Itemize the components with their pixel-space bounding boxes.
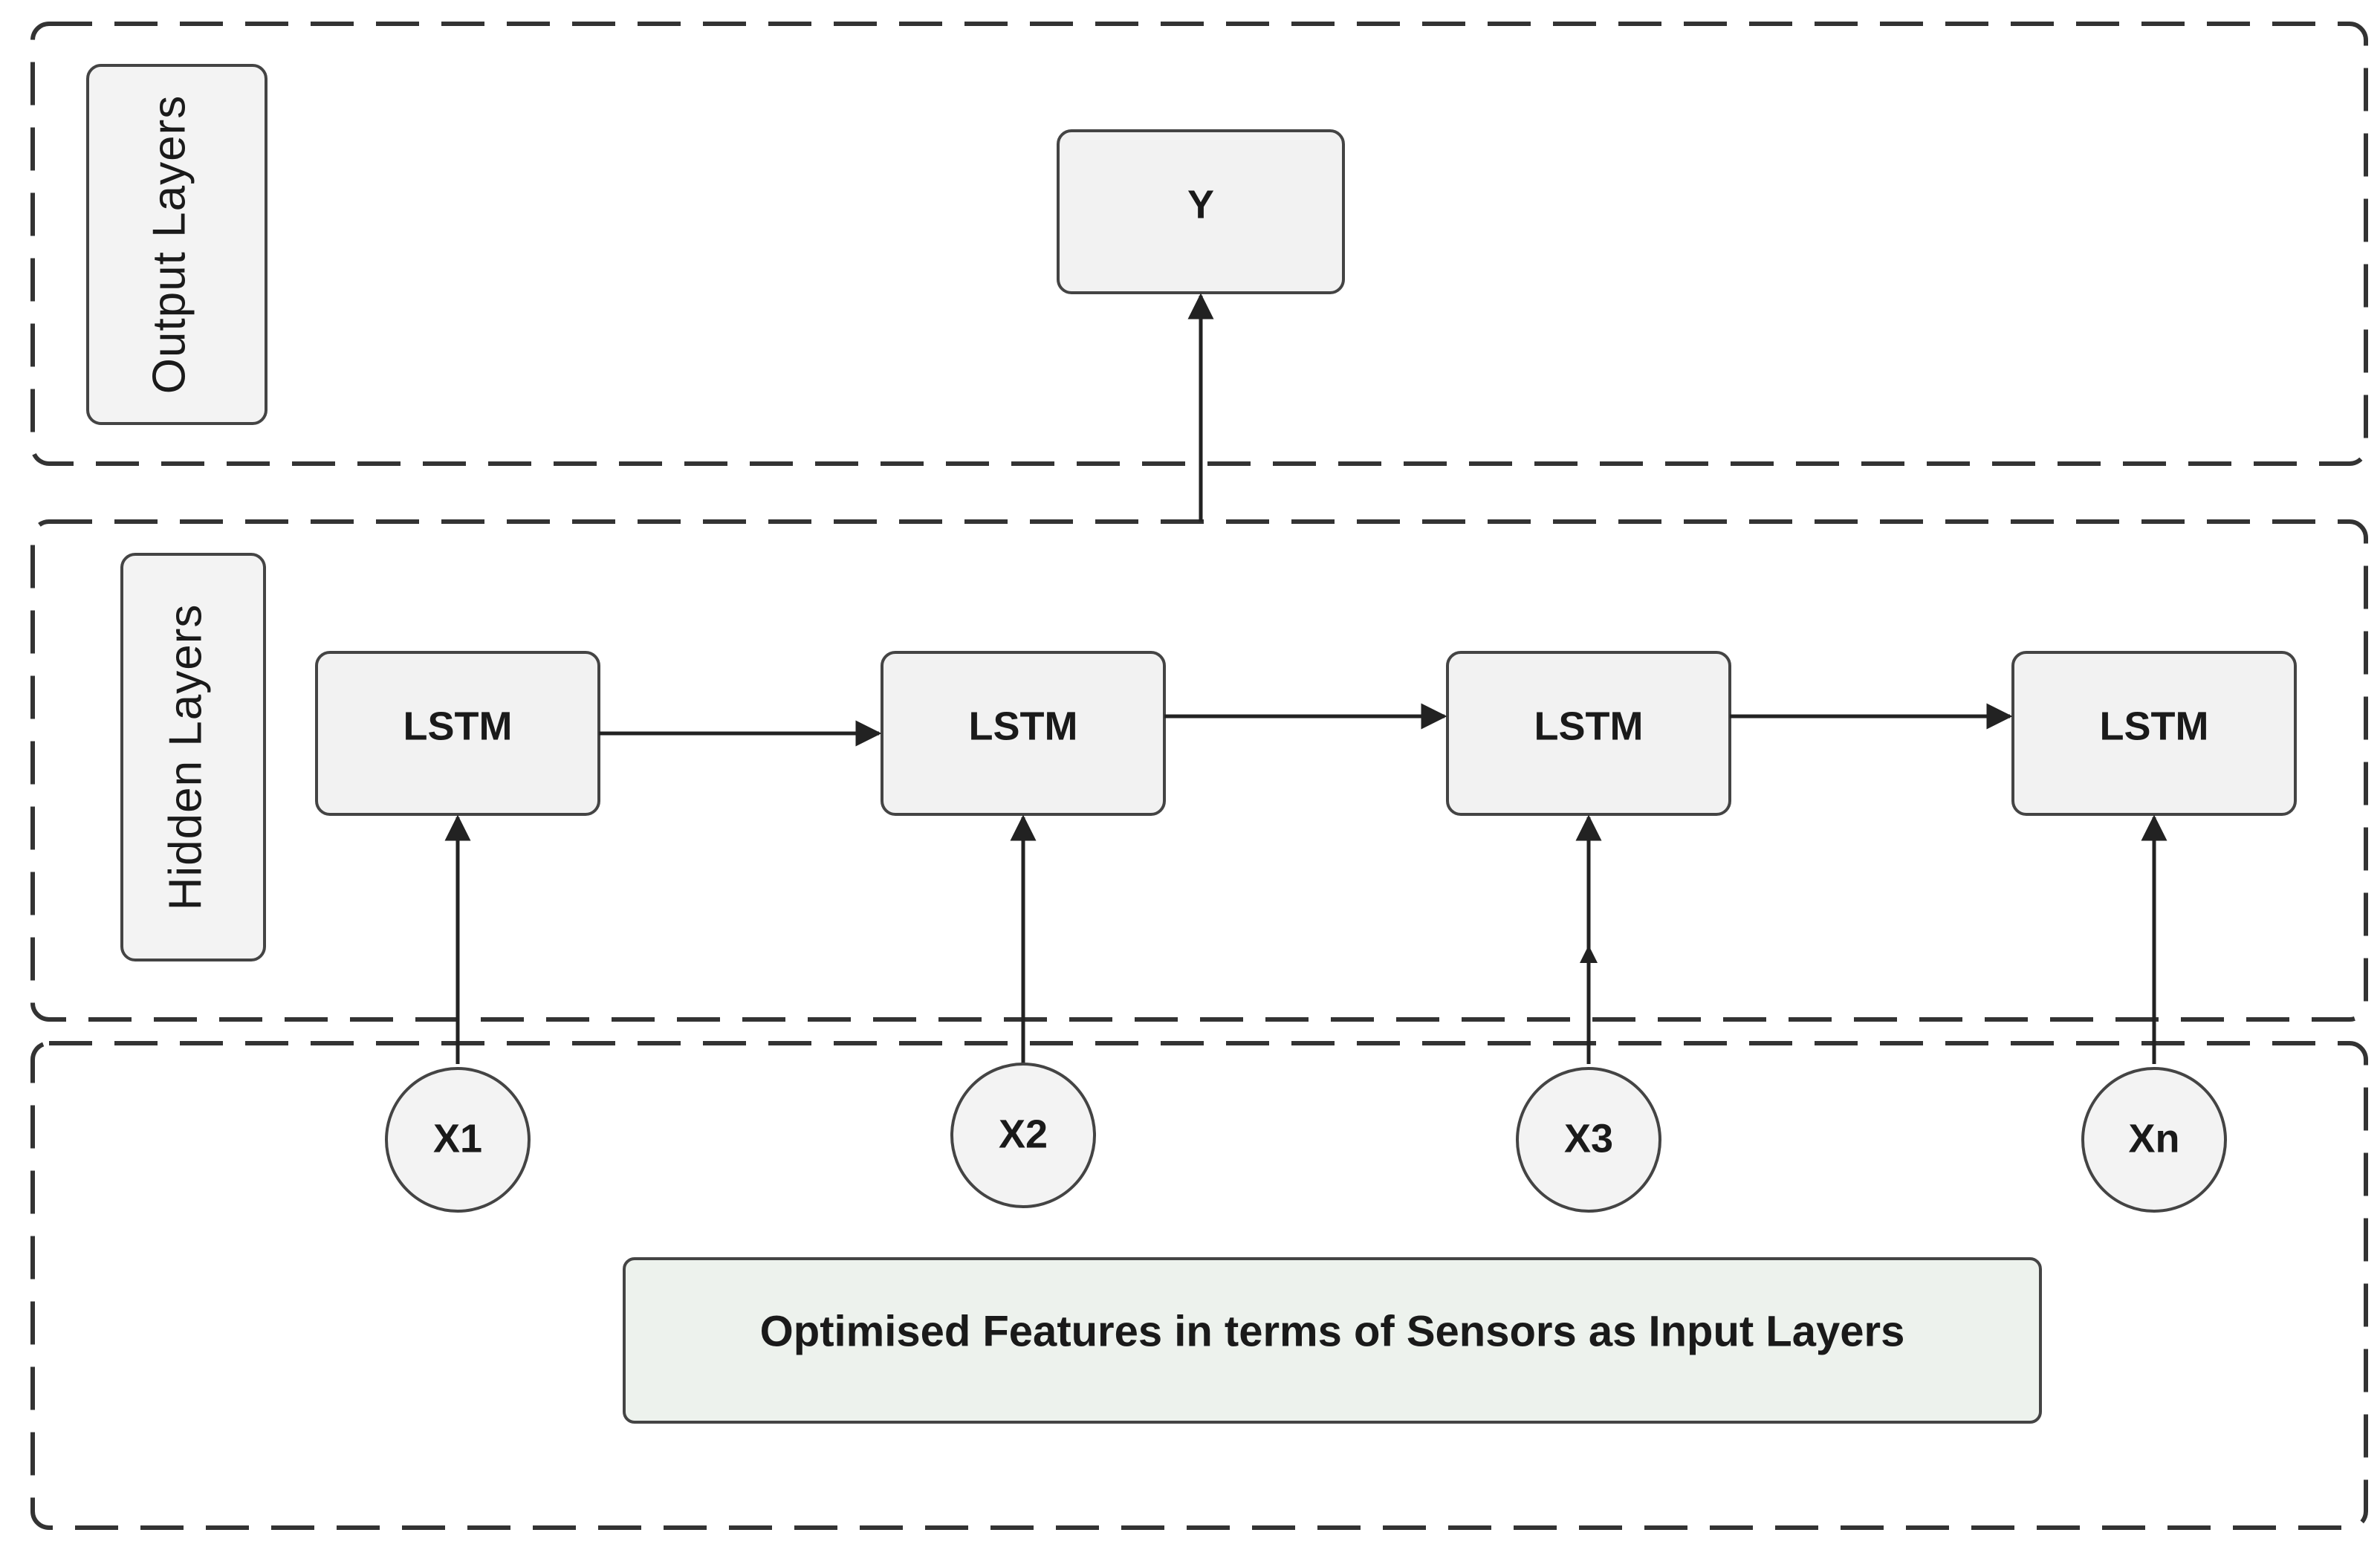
hidden-layers-label: Hidden Layers [160, 604, 211, 911]
output-layers-label: Output Layers [143, 95, 195, 394]
input-layers-region [30, 1041, 2368, 1530]
input-node-3: X3 [1516, 1067, 1661, 1213]
input-node-1-label: X1 [433, 1116, 482, 1161]
input-node-2: X2 [950, 1063, 1096, 1208]
input-layers-label-box [623, 1257, 2042, 1424]
hidden-layers-label-panel: Hidden Layers [120, 553, 266, 961]
lstm-node-1: LSTM [315, 651, 600, 816]
input-layers-label: Optimised Features in terms of Sensors a… [760, 1307, 1905, 1355]
input-node-2-label: X2 [999, 1112, 1048, 1156]
lstm-node-2-label: LSTM [969, 704, 1078, 748]
lstm-node-1-label: LSTM [403, 704, 513, 748]
output-layers-label-panel: Output Layers [86, 64, 267, 425]
lstm-node-3-label: LSTM [1534, 704, 1644, 748]
input-node-3-label: X3 [1564, 1116, 1613, 1161]
output-node-label: Y [1187, 182, 1214, 227]
lstm-node-3: LSTM [1446, 651, 1731, 816]
input-node-n-label: Xn [2128, 1116, 2179, 1161]
x3-mid-arrowhead [1580, 945, 1598, 963]
lstm-node-4-label: LSTM [2100, 704, 2209, 748]
input-node-1: X1 [385, 1067, 531, 1213]
input-node-n: Xn [2081, 1067, 2227, 1213]
output-node: Y [1057, 129, 1345, 294]
output-layers-region [30, 22, 2368, 466]
input-layers-label-panel: Optimised Features in terms of Sensors a… [623, 1257, 2042, 1424]
lstm-node-2: LSTM [881, 651, 1166, 816]
lstm-node-4: LSTM [2011, 651, 2297, 816]
